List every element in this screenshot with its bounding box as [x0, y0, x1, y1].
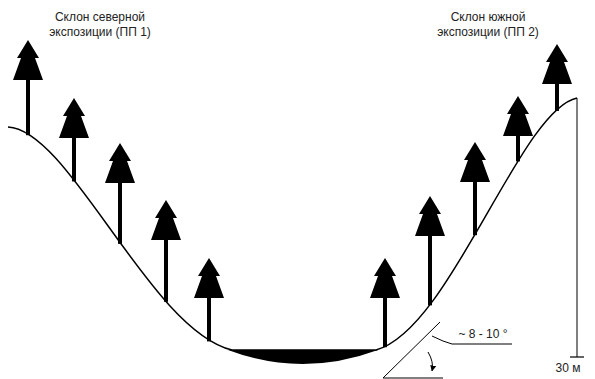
tree-crown	[105, 143, 135, 183]
angle-label: ~ 8 - 10 °	[448, 327, 518, 342]
tree-crown	[542, 44, 572, 84]
tree-trunk	[26, 78, 30, 135]
tree-trunk	[118, 181, 122, 244]
tree	[105, 143, 135, 244]
tree	[370, 258, 400, 347]
tree	[503, 96, 533, 161]
height-line	[577, 98, 578, 357]
tree-trunk	[72, 136, 76, 181]
valley-profile	[8, 98, 577, 350]
tree-crown	[13, 40, 43, 80]
base-line	[383, 378, 443, 379]
tree-trunk	[428, 234, 432, 305]
tree	[460, 142, 490, 235]
tree-crown	[151, 200, 181, 240]
tree-trunk	[555, 82, 559, 111]
tree-crown	[415, 196, 445, 236]
tree-trunk	[383, 296, 387, 347]
tree	[13, 40, 43, 135]
tree	[59, 98, 89, 181]
height-label: 30 м	[548, 361, 588, 376]
slope-label: Склон северной экспозиции (ПП 1)	[40, 10, 160, 40]
tree	[194, 258, 224, 341]
tree	[542, 44, 572, 111]
tree	[415, 196, 445, 305]
tree-crown	[59, 98, 89, 138]
tree	[151, 200, 181, 302]
tree-crown	[460, 142, 490, 182]
tree-crown	[503, 96, 533, 136]
tree-trunk	[207, 296, 211, 341]
tree-crown	[370, 258, 400, 298]
tree-group	[13, 40, 572, 347]
angle-arrow	[428, 352, 433, 371]
tree-trunk	[473, 180, 477, 235]
tree-trunk	[164, 238, 168, 302]
angle-leader	[432, 336, 452, 344]
angle-underline	[452, 344, 512, 345]
tree-trunk	[516, 134, 520, 161]
tree-crown	[194, 258, 224, 298]
water-body	[228, 350, 378, 364]
slope-label: Склон южной экспозиции (ПП 2)	[428, 10, 548, 40]
slope-line	[383, 322, 440, 378]
height-tick	[570, 356, 584, 357]
